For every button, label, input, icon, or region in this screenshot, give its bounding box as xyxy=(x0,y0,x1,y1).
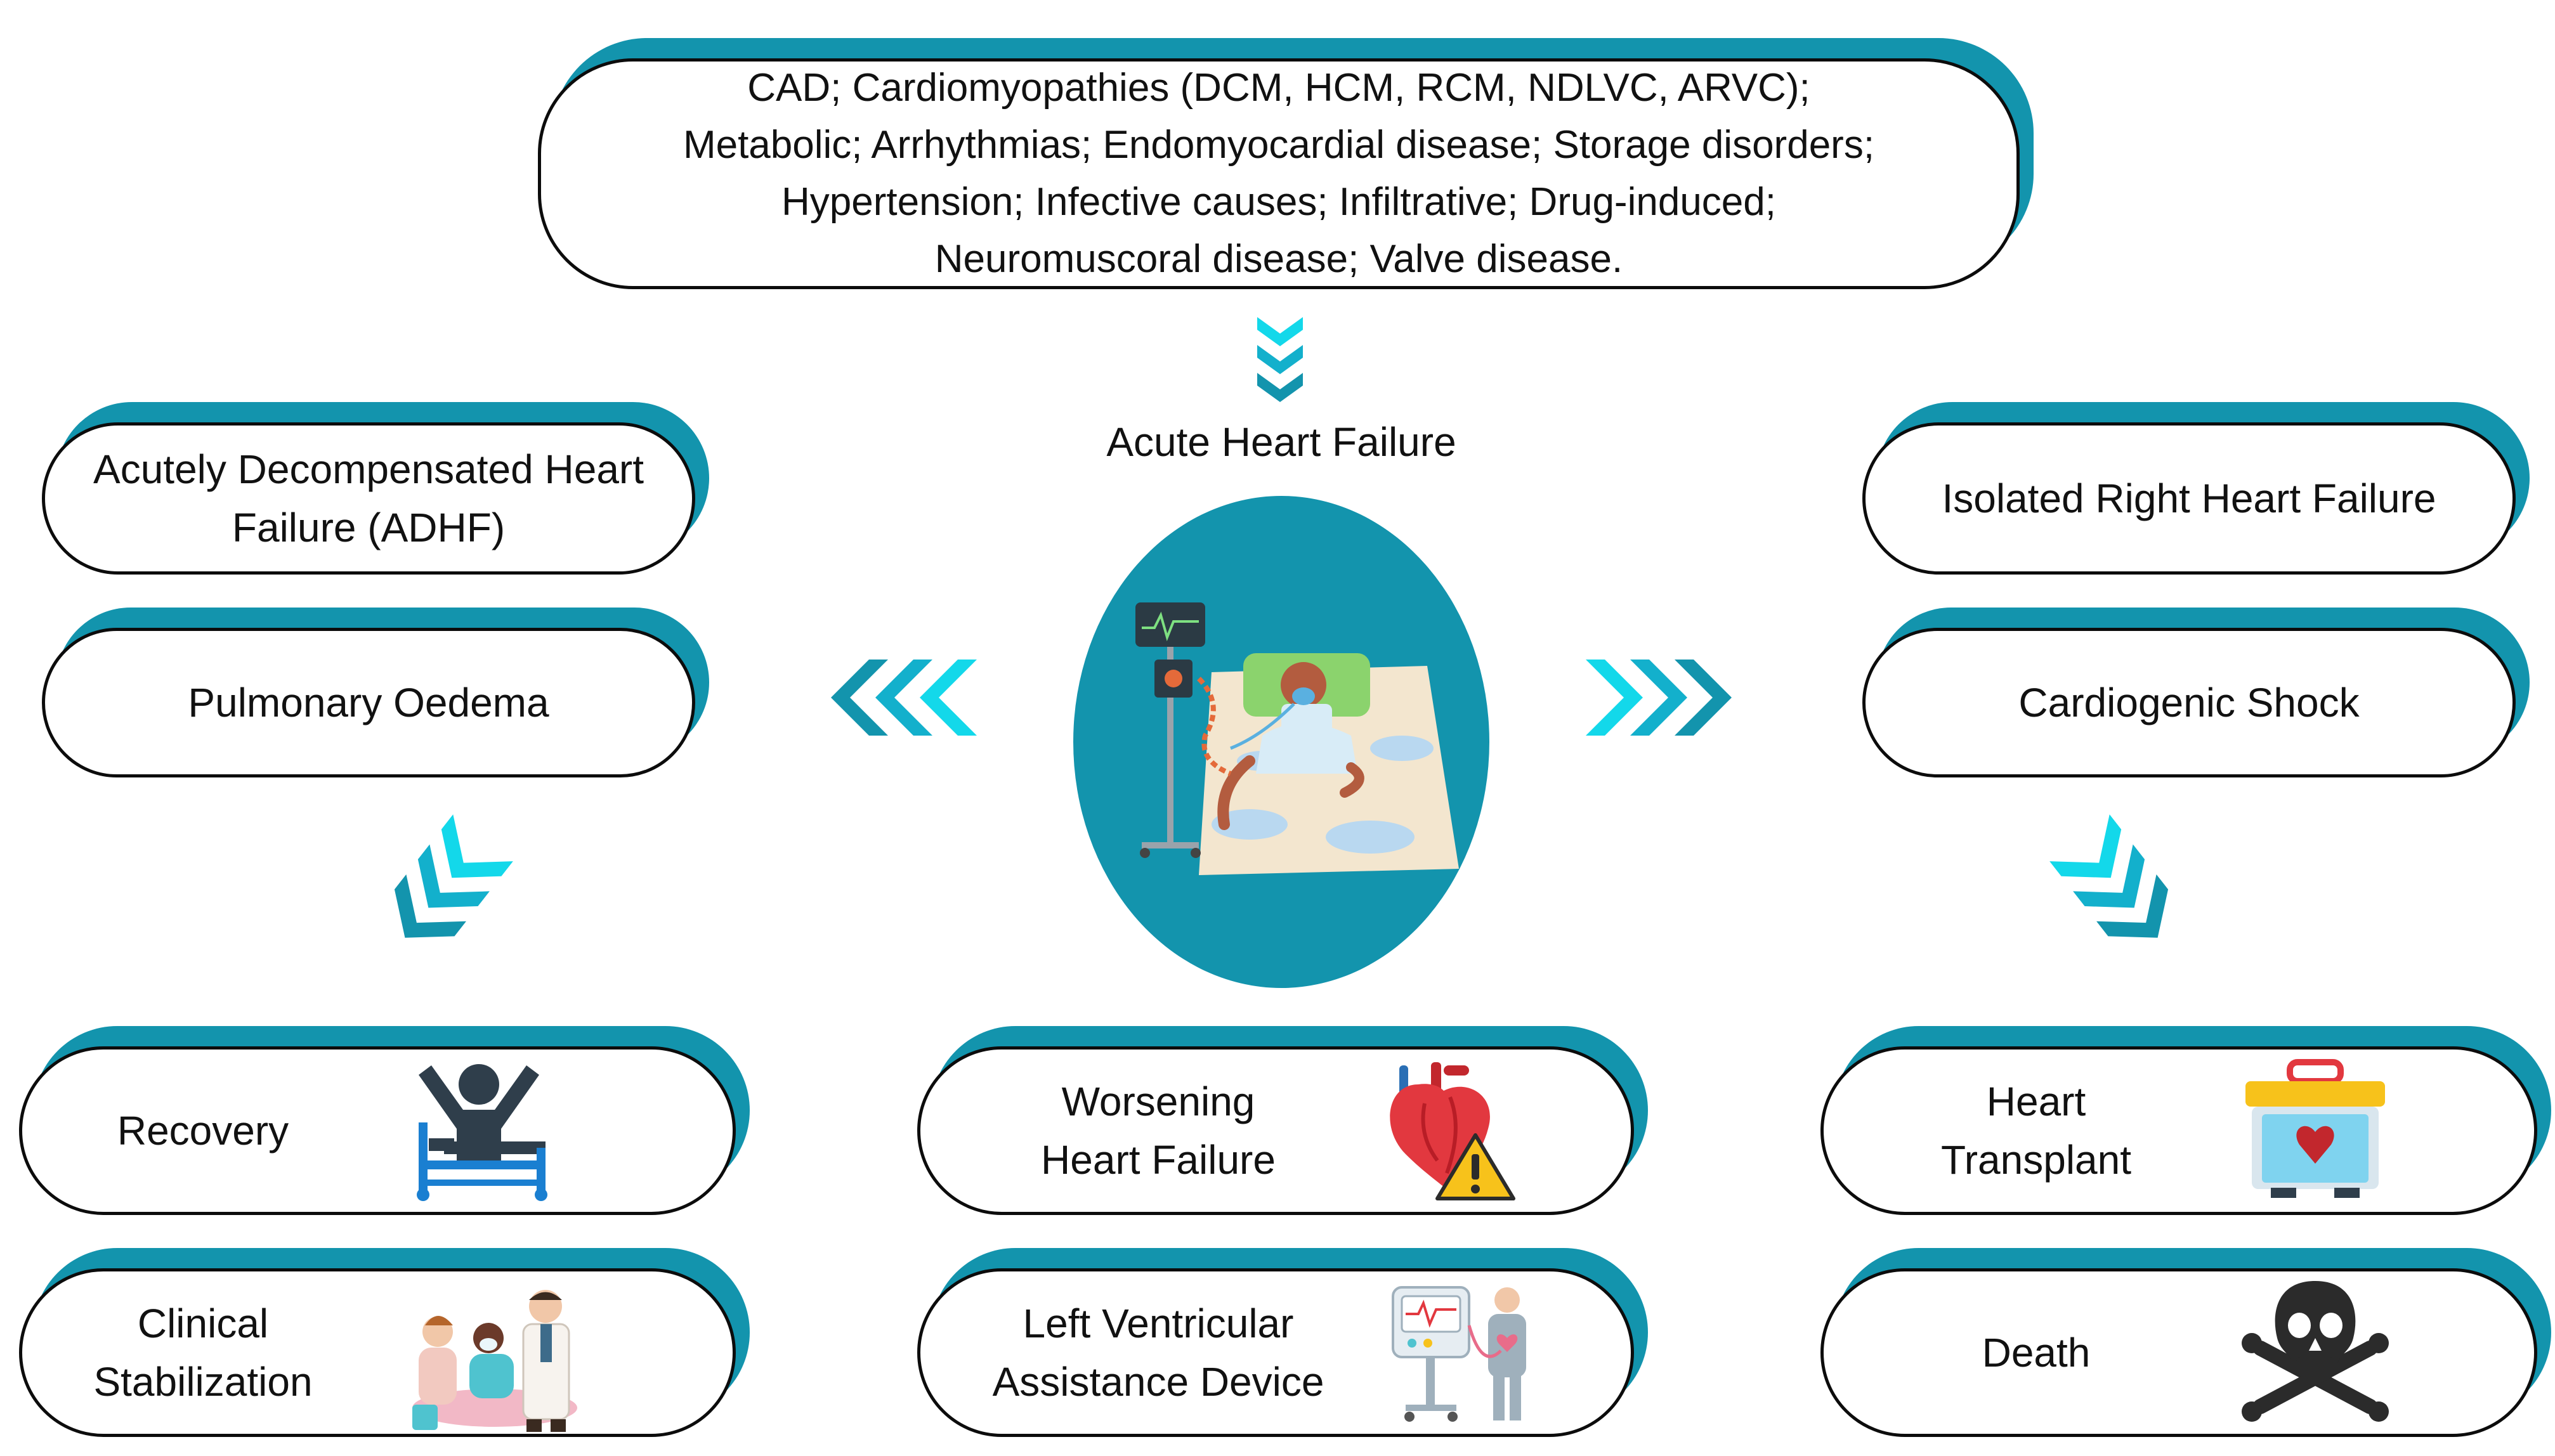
adhf-line-1: Acutely Decompensated Heart xyxy=(93,446,644,492)
vital-monitor xyxy=(1135,602,1205,647)
transplant-line-2: Transplant xyxy=(1941,1137,2131,1183)
transplant-box: Heart Transplant xyxy=(1820,1026,2551,1215)
pulmonary-oedema-box: Pulmonary Oedema xyxy=(42,608,709,777)
worsening-hf-line-1: Worsening xyxy=(1061,1079,1255,1124)
lvad-line-2: Assistance Device xyxy=(992,1359,1324,1405)
causes-box: CAD; Cardiomyopathies (DCM, HCM, RCM, ND… xyxy=(538,38,2034,289)
cardiogenic-shock-box: Cardiogenic Shock xyxy=(1862,608,2530,777)
cardiogenic-shock-text: Cardiogenic Shock xyxy=(2018,680,2360,725)
pulmonary-oedema-text: Pulmonary Oedema xyxy=(188,680,549,725)
causes-line-2: Metabolic; Arrhythmias; Endomyocardial d… xyxy=(683,123,1875,167)
transplant-line-1: Heart xyxy=(1986,1079,2086,1124)
lvad-text: Left Ventricular Assistance Device xyxy=(917,1268,1399,1437)
person-arms-raised-hospital-bed-icon xyxy=(417,1064,547,1201)
lvad-box: Left Ventricular Assistance Device xyxy=(917,1248,1648,1437)
stabilization-line-1: Clinical xyxy=(137,1301,269,1346)
causes-line-1: CAD; Cardiomyopathies (DCM, HCM, RCM, ND… xyxy=(747,66,1810,110)
isolated-rhf-text: Isolated Right Heart Failure xyxy=(1942,476,2436,521)
recovery-text: Recovery xyxy=(117,1108,289,1154)
worsening-hf-box: Worsening Heart Failure xyxy=(917,1026,1648,1215)
causes-line-4: Neuromuscoral disease; Valve disease. xyxy=(934,237,1623,281)
death-box: Death xyxy=(1820,1248,2551,1437)
causes-line-3: Hypertension; Infective causes; Infiltra… xyxy=(781,180,1776,224)
worsening-hf-text: Worsening Heart Failure xyxy=(917,1046,1399,1215)
doctor-nurse-patient-icon xyxy=(412,1290,577,1432)
isolated-rhf-box: Isolated Right Heart Failure xyxy=(1862,402,2530,575)
monitor-stand xyxy=(1167,634,1173,843)
down-left-chevron-icon xyxy=(2049,814,2169,938)
skull-crossbones-icon xyxy=(2242,1281,2389,1422)
heart-warning-icon xyxy=(1390,1062,1515,1200)
down-chevron-icon xyxy=(1257,317,1303,402)
adhf-box: Acutely Decompensated Heart Failure (ADH… xyxy=(42,402,709,575)
adhf-line-2: Failure (ADHF) xyxy=(232,505,506,550)
stabilization-box: Clinical Stabilization xyxy=(19,1248,750,1437)
transplant-text: Heart Transplant xyxy=(1820,1046,2252,1215)
right-chevron-icon xyxy=(1586,660,1732,736)
death-text: Death xyxy=(1982,1330,2091,1375)
causes-text: CAD; Cardiomyopathies (DCM, HCM, RCM, ND… xyxy=(538,58,2020,289)
center-title: Acute Heart Failure xyxy=(1106,419,1456,465)
stabilization-line-2: Stabilization xyxy=(93,1359,313,1405)
left-chevron-icon xyxy=(831,660,977,736)
patient-in-bed-illustration xyxy=(1073,496,1489,988)
worsening-hf-line-2: Heart Failure xyxy=(1041,1137,1276,1183)
recovery-box: Recovery xyxy=(19,1026,750,1215)
causes-box-face xyxy=(538,58,2020,289)
lvad-line-1: Left Ventricular xyxy=(1023,1301,1294,1346)
down-right-chevron-icon xyxy=(394,814,513,938)
ventricular-assist-device-icon xyxy=(1392,1286,1526,1422)
stabilization-text: Clinical Stabilization xyxy=(19,1268,387,1437)
organ-transport-box-icon xyxy=(2245,1059,2385,1198)
adhf-text: Acutely Decompensated Heart Failure (ADH… xyxy=(42,422,695,575)
